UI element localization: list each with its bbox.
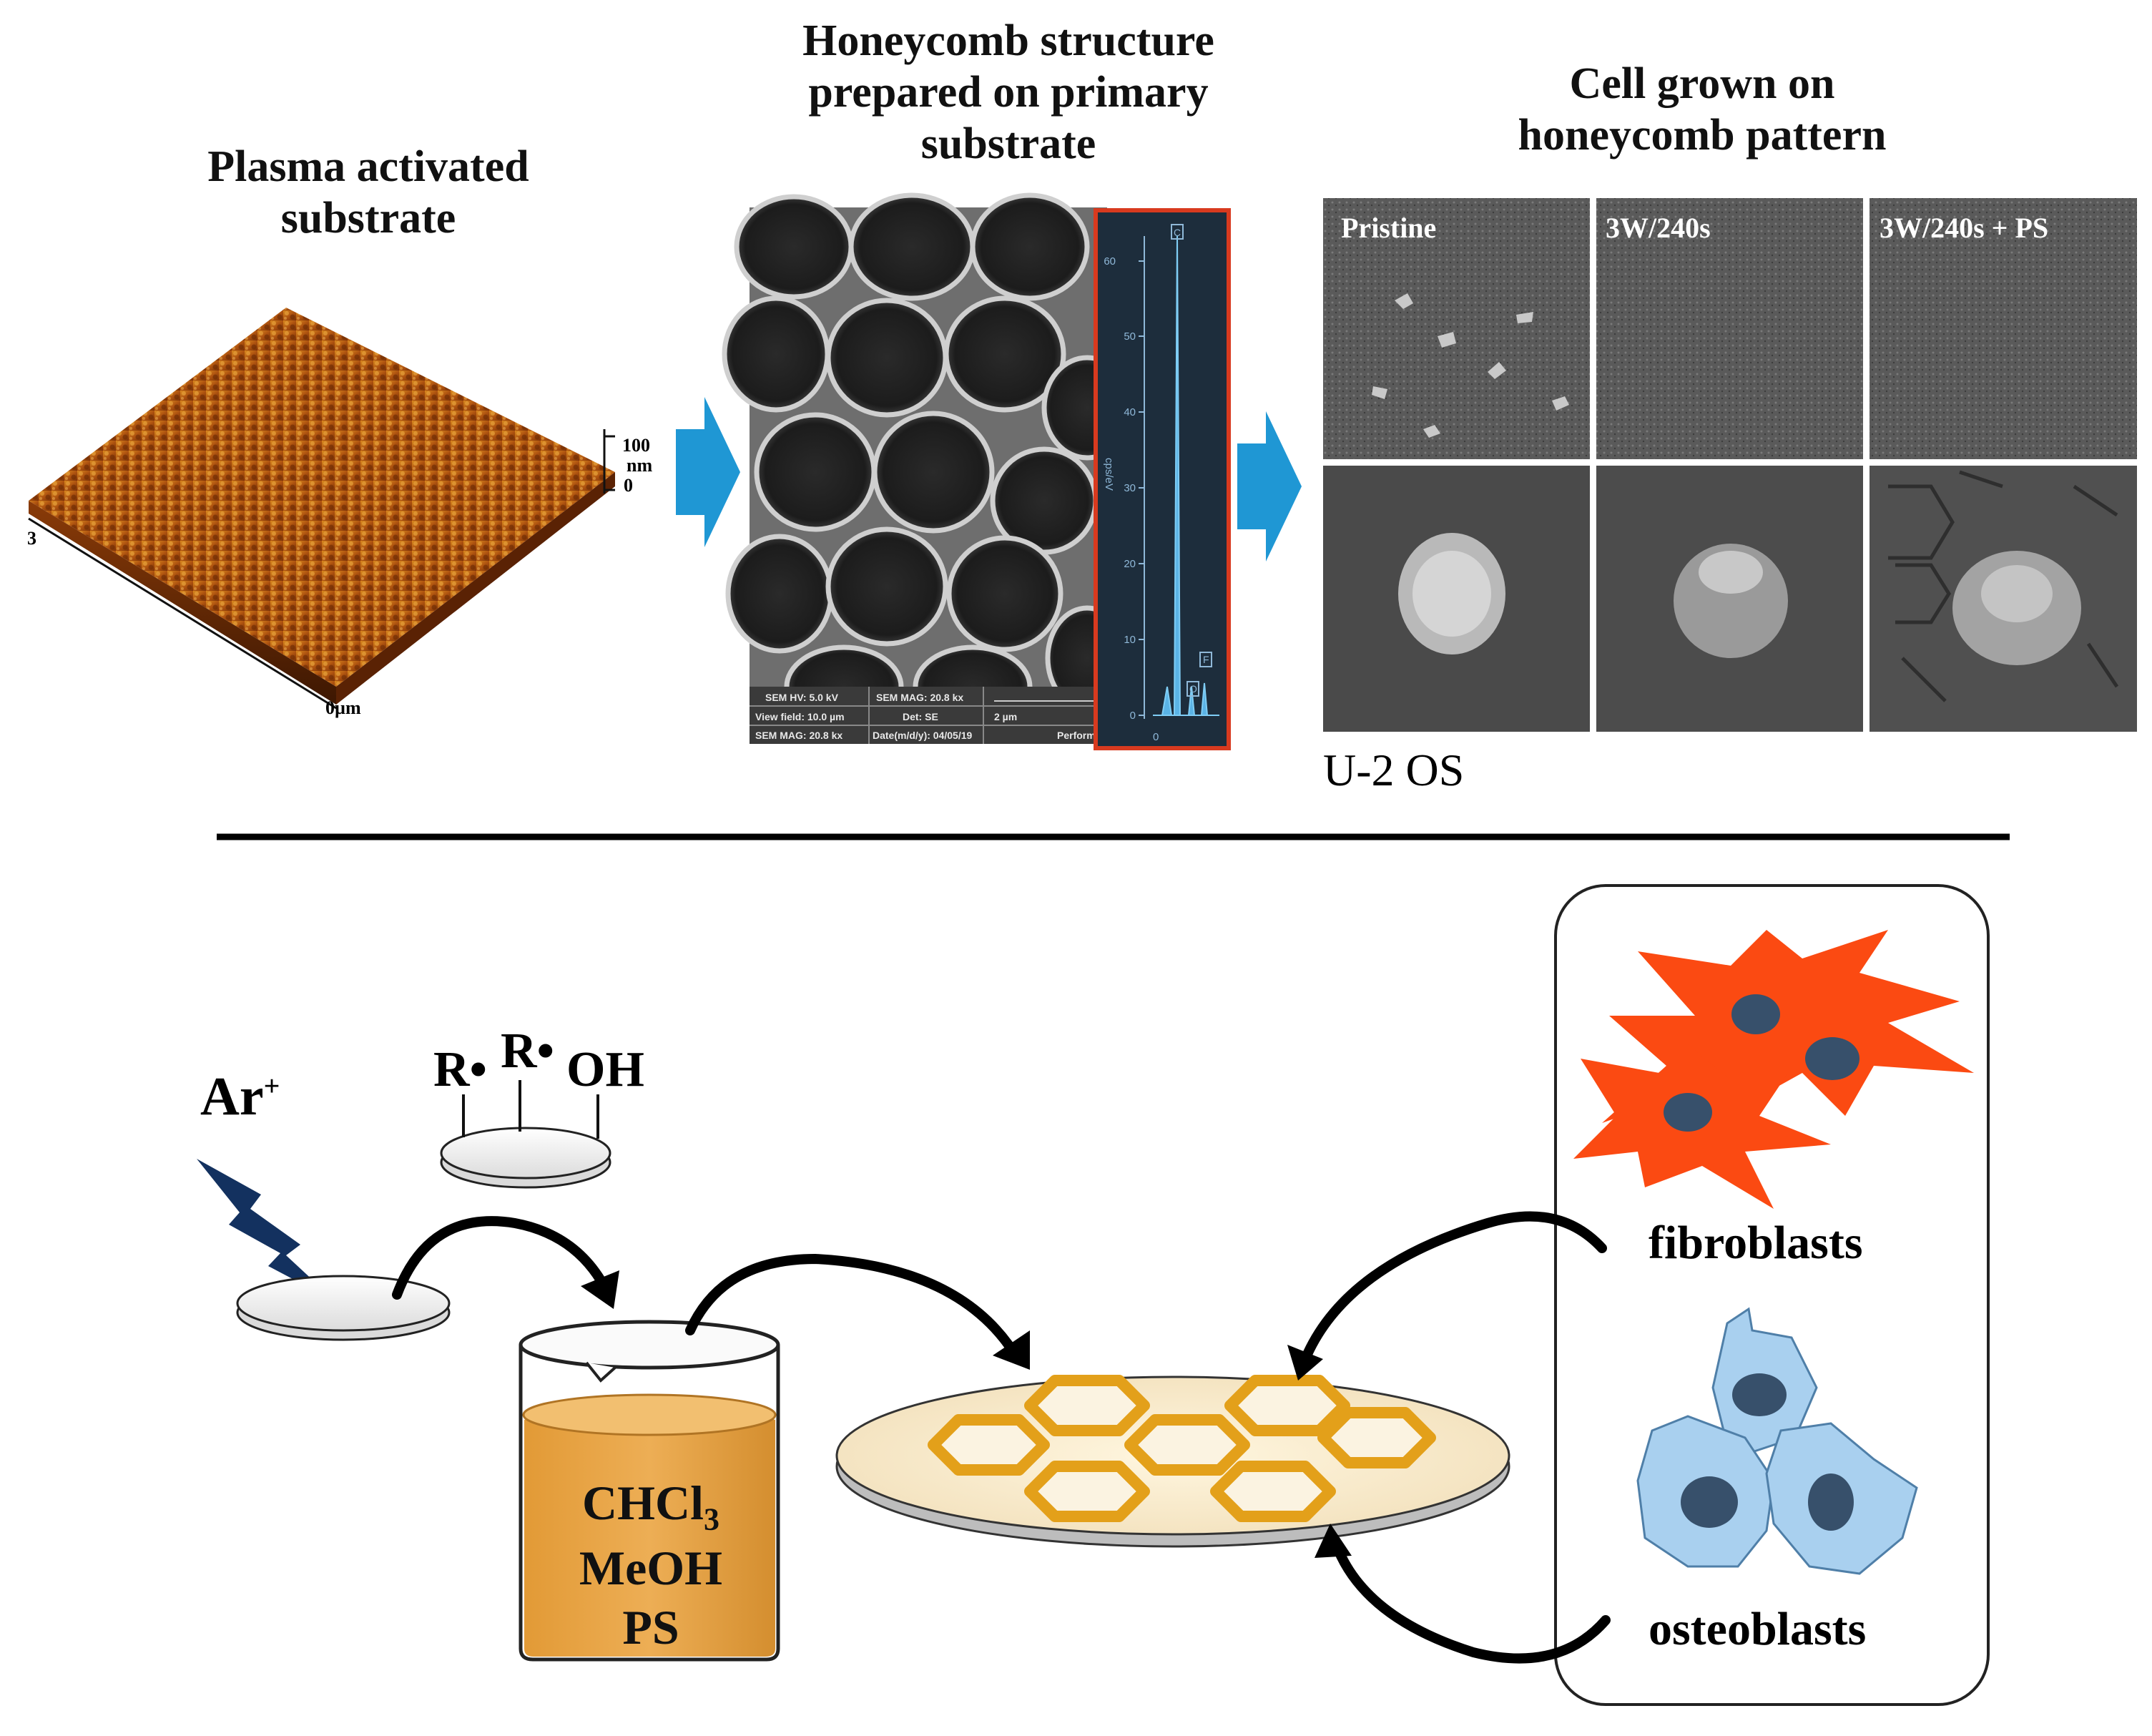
afm-x-axis <box>28 517 337 710</box>
panel-label-3w240s-ps: 3W/240s + PS <box>1880 212 2048 244</box>
afm-image <box>28 308 615 710</box>
afm-z-min: 0 <box>624 475 633 496</box>
blue-arrow-2 <box>1237 411 1302 561</box>
fibroblasts-label: fibroblasts <box>1649 1217 1863 1269</box>
eds-tick: 0 <box>1130 710 1136 722</box>
argon-plasma-bolt-icon <box>197 1159 336 1302</box>
arrow-fibroblasts-to-disk <box>1300 1211 1607 1364</box>
eds-peak-o: O <box>1189 683 1197 695</box>
ion-label: Ar+ <box>200 1066 280 1127</box>
sem-hv: SEM HV: 5.0 kV <box>765 692 839 703</box>
eds-peak-c: C <box>1174 227 1181 238</box>
group-hydroxyl: OH <box>566 1042 644 1097</box>
plasma-disk <box>236 1275 451 1341</box>
functionalized-disk <box>440 1080 611 1189</box>
afm-x-left: 3 <box>27 528 36 549</box>
sem-det: Det: SE <box>903 711 938 722</box>
fibroblast-cells <box>1573 930 1974 1209</box>
cell-sem-grid <box>1322 197 2138 733</box>
eds-tick: 30 <box>1124 482 1136 494</box>
arrow-disk-to-functionalized <box>392 1216 606 1300</box>
afm-x-origin: 0µm <box>325 697 361 718</box>
afm-z-unit: nm <box>627 455 653 476</box>
sem-image <box>722 192 1133 744</box>
eds-spectrum <box>1094 208 1231 750</box>
beaker <box>519 1320 780 1662</box>
osteoblasts-label: osteoblasts <box>1649 1603 1867 1655</box>
osteoblast-cells <box>1636 1307 1918 1575</box>
eds-tick: 60 <box>1104 255 1116 268</box>
beaker-contents: CHCl3 MeOH PS <box>579 1476 723 1655</box>
group-radical-2: R• <box>501 1024 555 1079</box>
honeycomb-disk <box>835 1375 1510 1548</box>
afm-z-max: 100 <box>622 435 650 456</box>
group-radical-1: R• <box>433 1042 488 1097</box>
eds-tick: 20 <box>1124 558 1136 570</box>
eds-tick: 10 <box>1124 634 1136 646</box>
eds-x-zero: 0 <box>1153 731 1159 743</box>
sem-perform: Perform <box>1057 730 1096 741</box>
panel-label-pristine: Pristine <box>1341 212 1436 244</box>
arrow-osteoblasts-to-disk <box>1329 1533 1611 1664</box>
cell-line-label: U-2 OS <box>1323 745 1465 795</box>
eds-tick: 40 <box>1124 406 1136 418</box>
panel-label-3w240s: 3W/240s <box>1606 212 1711 244</box>
cell-types-box <box>1554 884 1990 1706</box>
sem-scale: 2 µm <box>994 711 1017 722</box>
blue-arrow-1 <box>676 397 740 547</box>
sem-view-field: View field: 10.0 µm <box>755 711 845 722</box>
sem-mag: SEM MAG: 20.8 kx <box>876 692 963 703</box>
arrow-beaker-to-disk <box>685 1253 1013 1350</box>
sem-date: Date(m/d/y): 04/05/19 <box>873 730 972 741</box>
eds-tick: 50 <box>1124 330 1136 343</box>
eds-peak-f: F <box>1203 654 1209 665</box>
eds-y-label: cps/eV <box>1103 458 1115 491</box>
sem-mag-2: SEM MAG: 20.8 kx <box>755 730 842 741</box>
